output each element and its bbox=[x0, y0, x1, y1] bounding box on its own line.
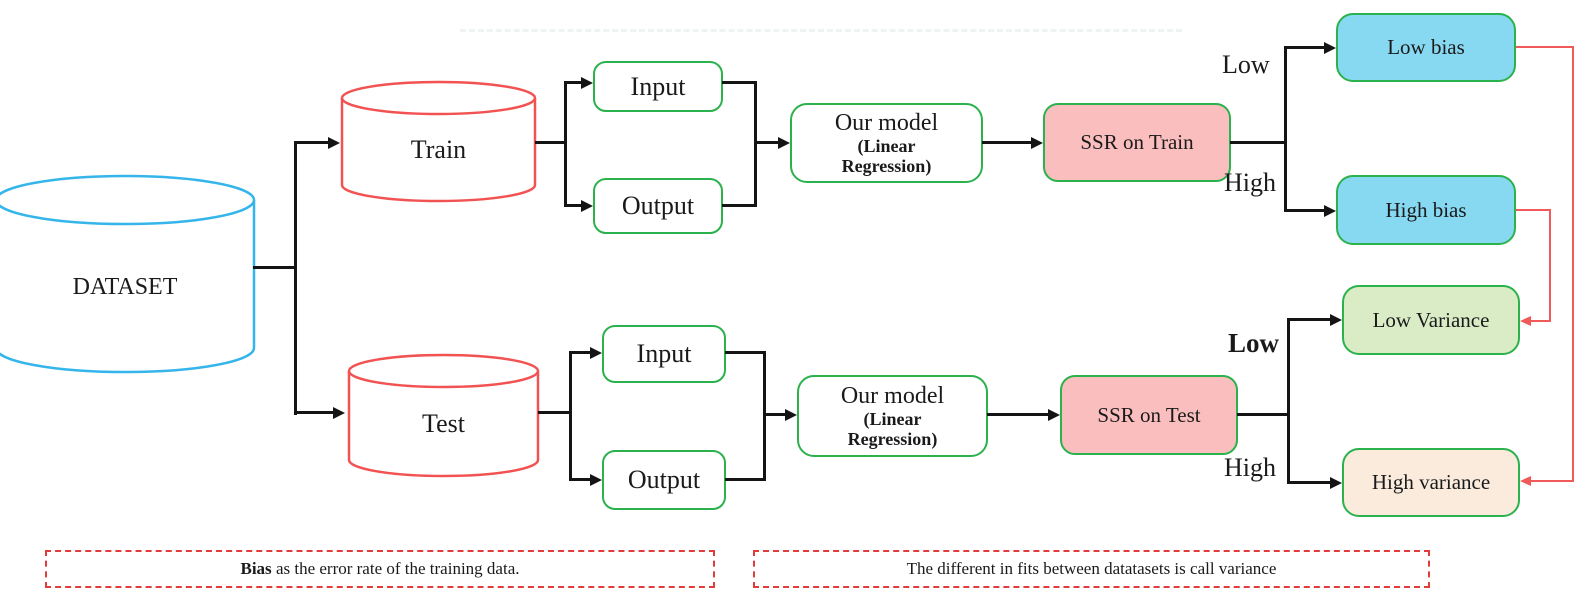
ssr-train-box: SSR on Train bbox=[1043, 103, 1231, 182]
model-train-subtitle: (Linear Regression) bbox=[841, 136, 932, 176]
edge-to-train bbox=[294, 141, 329, 144]
edge-test-out bbox=[538, 411, 571, 414]
edge-test-split bbox=[569, 352, 572, 481]
test-input-box: Input bbox=[602, 325, 726, 383]
dataset-cylinder: DATASET bbox=[0, 174, 256, 374]
high-variance-label: High variance bbox=[1371, 470, 1491, 494]
redline-to-lowvariance bbox=[1531, 320, 1551, 322]
test-low-branch-label: Low bbox=[1228, 328, 1280, 358]
arrowhead-train-output bbox=[581, 199, 593, 212]
arrowhead-high-variance bbox=[1330, 476, 1342, 489]
edge-train-output-out bbox=[722, 204, 756, 207]
test-label: Test bbox=[422, 408, 465, 438]
arrowhead-model-train bbox=[778, 136, 790, 149]
test-high-branch-label: High bbox=[1224, 453, 1276, 482]
edge-model-ssr-train bbox=[982, 141, 1032, 144]
train-cylinder: Train bbox=[340, 80, 537, 203]
high-bias-box: High bias bbox=[1336, 175, 1516, 245]
edge-to-low-variance bbox=[1287, 318, 1331, 321]
variance-annotation-box: The different in fits between datatasets… bbox=[753, 550, 1430, 588]
arrowhead-low-variance bbox=[1330, 313, 1342, 326]
model-test-subtitle: (Linear Regression) bbox=[847, 409, 938, 449]
faint-dashed-artifact bbox=[460, 29, 1182, 32]
redline-to-highvariance bbox=[1531, 480, 1574, 482]
low-variance-box: Low Variance bbox=[1342, 285, 1520, 355]
arrowhead-ssr-test bbox=[1048, 408, 1060, 421]
edge-train-split bbox=[564, 82, 567, 207]
test-cylinder: Test bbox=[347, 353, 540, 478]
bias-annotation-box: Bias as the error rate of the training d… bbox=[45, 550, 715, 588]
cylinder-shape bbox=[0, 174, 256, 374]
model-train-box: Our model (Linear Regression) bbox=[790, 103, 983, 183]
bias-annotation-bold: Bias bbox=[240, 559, 272, 578]
cylinder-shape bbox=[340, 80, 537, 203]
edge-to-model-train bbox=[754, 141, 779, 144]
train-input-box: Input bbox=[593, 61, 723, 112]
train-label: Train bbox=[410, 134, 467, 164]
test-output-box: Output bbox=[602, 450, 726, 510]
dataset-label: DATASET bbox=[72, 273, 178, 300]
edge-to-low-bias bbox=[1284, 46, 1325, 49]
model-test-box: Our model (Linear Regression) bbox=[797, 375, 988, 457]
arrowhead-high-bias bbox=[1324, 204, 1336, 217]
model-train-title: Our model bbox=[834, 110, 939, 136]
redline-lowbias-down bbox=[1572, 46, 1574, 482]
edge-train-input-out bbox=[722, 81, 756, 84]
edge-ssr-test-out bbox=[1237, 413, 1290, 416]
test-input-label: Input bbox=[636, 339, 692, 368]
edge-dataset-split bbox=[294, 141, 297, 415]
arrowhead-model-test bbox=[785, 408, 797, 421]
arrowhead-low-bias bbox=[1324, 41, 1336, 54]
edge-train-out bbox=[535, 141, 566, 144]
edge-to-test-input bbox=[569, 351, 591, 354]
arrowhead-test-output bbox=[590, 473, 602, 486]
edge-to-test bbox=[294, 411, 334, 414]
edge-test-output-out bbox=[725, 478, 765, 481]
edge-to-model-test bbox=[763, 413, 786, 416]
ssr-test-label: SSR on Test bbox=[1097, 402, 1201, 427]
train-output-label: Output bbox=[621, 191, 695, 220]
variance-annotation-text: The different in fits between datatasets… bbox=[906, 559, 1277, 578]
high-variance-box: High variance bbox=[1342, 448, 1520, 517]
red-arrowhead-high-variance bbox=[1520, 475, 1531, 486]
cylinder-shape bbox=[347, 353, 540, 478]
edge-train-merge bbox=[754, 81, 757, 207]
edge-test-merge bbox=[763, 351, 766, 481]
model-test-title: Our model bbox=[840, 383, 945, 409]
bias-annotation-text: Bias as the error rate of the training d… bbox=[241, 559, 520, 579]
edge-to-train-output bbox=[564, 204, 582, 207]
edge-model-ssr-test bbox=[987, 413, 1049, 416]
low-bias-label: Low bias bbox=[1387, 35, 1465, 59]
test-output-label: Output bbox=[627, 465, 701, 494]
edge-variance-split bbox=[1287, 318, 1290, 484]
edge-ssr-train-out bbox=[1230, 141, 1287, 144]
bias-annotation-rest: as the error rate of the training data. bbox=[271, 559, 520, 578]
ssr-test-box: SSR on Test bbox=[1060, 375, 1238, 455]
edge-dataset-out bbox=[253, 266, 296, 269]
arrowhead-test-input bbox=[590, 346, 602, 359]
low-variance-label: Low Variance bbox=[1372, 307, 1490, 332]
train-high-branch-label: High bbox=[1224, 168, 1276, 197]
high-bias-label: High bias bbox=[1385, 197, 1467, 222]
redline-highbias-down bbox=[1549, 209, 1551, 322]
ssr-train-label: SSR on Train bbox=[1080, 130, 1194, 154]
arrowhead-test bbox=[333, 406, 345, 419]
arrowhead-train bbox=[328, 136, 340, 149]
low-bias-box: Low bias bbox=[1336, 13, 1516, 82]
arrowhead-train-input bbox=[581, 76, 593, 89]
train-low-branch-label: Low bbox=[1222, 50, 1270, 79]
edge-to-high-bias bbox=[1284, 209, 1325, 212]
redline-lowbias-out bbox=[1516, 46, 1574, 48]
train-input-label: Input bbox=[630, 71, 686, 101]
edge-to-high-variance bbox=[1287, 481, 1331, 484]
red-arrowhead-low-variance bbox=[1520, 315, 1531, 326]
redline-highbias-out bbox=[1516, 209, 1551, 211]
edge-test-input-out bbox=[725, 351, 765, 354]
arrowhead-ssr-train bbox=[1031, 136, 1043, 149]
train-output-box: Output bbox=[593, 178, 723, 234]
edge-to-test-output bbox=[569, 478, 591, 481]
edge-bias-split bbox=[1284, 46, 1287, 212]
edge-to-train-input bbox=[564, 81, 582, 84]
